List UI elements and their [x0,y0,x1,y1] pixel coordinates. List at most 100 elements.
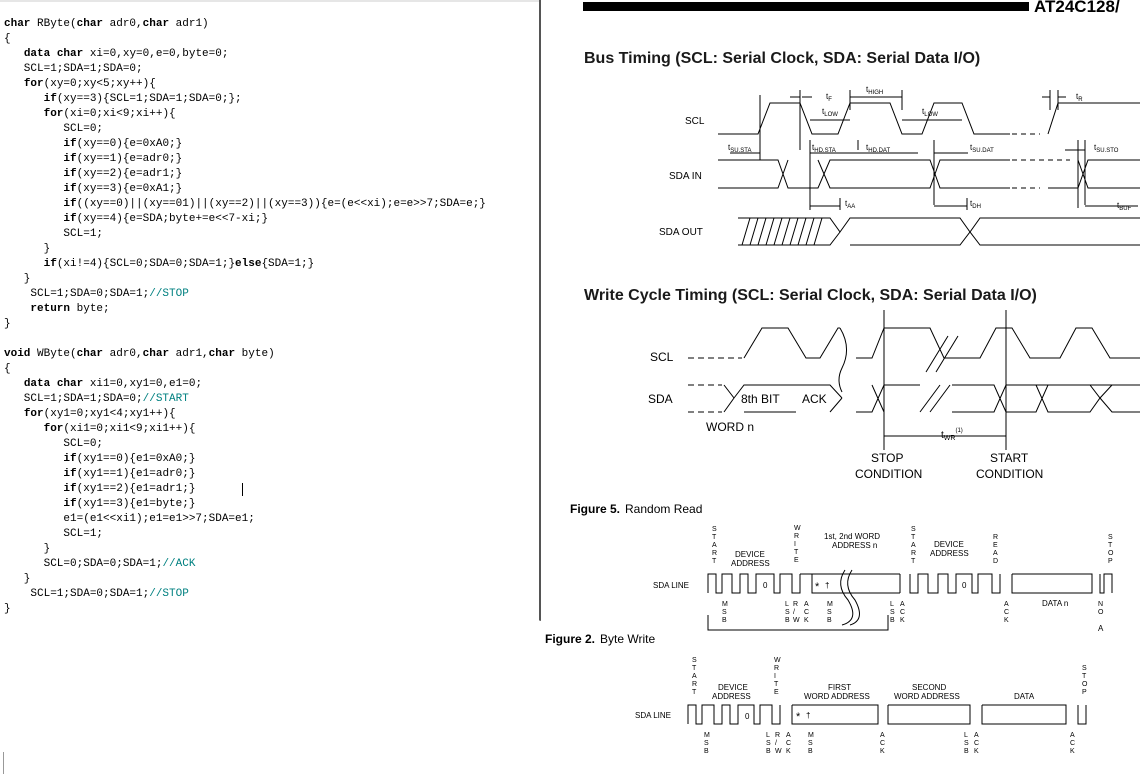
code-line[interactable]: { [4,32,486,47]
code-keyword: char [76,348,104,360]
code-keyword: if [63,138,77,150]
tdh-label: tDH [970,199,981,210]
code-line[interactable]: if(xy==3){SCL=1;SDA=1;SDA=0;}; [4,92,486,107]
code-line[interactable]: void WByte(char adr0,char adr1,char byte… [4,347,486,362]
code-line[interactable]: if(xi!=4){SCL=0;SDA=0;SDA=1;}else{SDA=1;… [4,257,486,272]
code-keyword: if [63,153,77,165]
code-token: } [4,603,11,615]
code-token: { [4,33,11,45]
code-line[interactable]: for(xy=0;xy<5;xy++){ [4,77,486,92]
rr-device-address-2: ADDRESS [731,559,770,568]
code-token: (xy==2){e=adr1;} [76,168,183,180]
code-keyword: if [63,198,77,210]
code-line[interactable]: if(xy==1){e=adr0;} [4,152,486,167]
code-token [4,138,63,150]
code-line[interactable] [4,332,486,347]
code-line[interactable]: if(xy1==0){e1=0xA0;} [4,452,486,467]
part-number: AT24C128/ [1034,0,1120,16]
code-line[interactable]: e1=(e1<<xi1);e1=e1>>7;SDA=e1; [4,512,486,527]
bus-sda-in-label: SDA IN [669,171,702,182]
code-token: SCL=1;SDA=0;SDA=1; [4,588,150,600]
code-line[interactable]: SCL=1;SDA=0;SDA=1;//STOP [4,287,486,302]
code-token: e1=(e1<<xi1);e1=e1>>7;SDA=e1; [4,513,255,525]
code-line[interactable]: } [4,572,486,587]
code-token [4,408,24,420]
code-keyword: for [43,108,64,120]
code-line[interactable]: SCL=1; [4,527,486,542]
code-line[interactable]: if(xy1==2){e1=adr1;} [4,482,486,497]
tf-label: tF [826,92,832,103]
code-token [4,78,24,90]
code-editor[interactable]: char RByte(char adr0,char adr1){ data ch… [0,0,541,621]
code-line[interactable]: char RByte(char adr0,char adr1) [4,17,486,32]
tbuf-label: tBUF [1117,201,1132,212]
rr-zero-2: 0 [962,581,967,590]
thddat-label: tHD.DAT [866,143,890,154]
tr-label: tR [1076,92,1083,103]
scl-waveform-end [1047,102,1140,135]
code-line[interactable]: } [4,602,486,617]
code-token: (xy=0;xy<5;xy++){ [43,78,156,90]
code-keyword: char [208,348,236,360]
code-line[interactable]: data char xi=0,xy=0,e=0,byte=0; [4,47,486,62]
code-line[interactable]: if(xy==2){e=adr1;} [4,167,486,182]
code-token [4,378,24,390]
code-line[interactable]: SCL=1;SDA=1;SDA=0; [4,62,486,77]
code-line[interactable]: SCL=0; [4,437,486,452]
code-line[interactable]: return byte; [4,302,486,317]
code-line[interactable]: for(xi1=0;xi1<9;xi1++){ [4,422,486,437]
code-line[interactable]: if(xy==0){e=0xA0;} [4,137,486,152]
vertical-label: R/W [793,601,800,624]
code-token: (xy1==0){e1=0xA0;} [76,453,196,465]
code-token: } [4,273,31,285]
code-token: (xy1=0;xy1<4;xy1++){ [43,408,176,420]
code-line[interactable]: } [4,317,486,332]
code-line[interactable]: if((xy==0)||(xy==01)||(xy==2)||(xy==3)){… [4,197,485,212]
bus-timing-labels: tF tHIGH tR tLOW tLOW tSU.STA tHD.STA tH… [728,85,1132,212]
wc-word-n-label: WORD n [706,420,754,434]
code-token: SCL=1;SDA=1;SDA=0; [4,63,143,75]
scl-waveform [718,102,1010,135]
code-token: SCL=0; [4,123,104,135]
wc-scl-label: SCL [650,350,674,364]
code-token [4,153,63,165]
bw-first-word-1: FIRST [828,683,851,692]
code-line[interactable]: data char xi1=0,xy1=0,e1=0; [4,377,486,392]
code-line[interactable]: SCL=0;SDA=0;SDA=1;//ACK [4,557,486,572]
code-line[interactable]: SCL=1;SDA=1;SDA=0;//START [4,392,486,407]
code-line[interactable]: SCL=0; [4,122,486,137]
code-line[interactable]: { [4,362,486,377]
code-line[interactable]: } [4,542,486,557]
code-line[interactable]: if(xy1==3){e1=byte;} [4,497,486,512]
code-token [4,198,63,210]
code-token: (xy==3){e=0xA1;} [76,183,183,195]
wc-twr-label: tWR(1) [941,428,963,442]
code-line[interactable]: SCL=1;SDA=0;SDA=1;//STOP [4,587,486,602]
rr-star: * [815,581,820,593]
code-line[interactable]: } [4,272,486,287]
figure2-title: Byte Write [600,632,655,646]
code-token: (xy==0){e=0xA0;} [76,138,183,150]
code-text-area[interactable]: char RByte(char adr0,char adr1){ data ch… [4,17,486,617]
write-cycle-title: Write Cycle Timing (SCL: Serial Clock, S… [584,287,1037,304]
code-token: SCL=1; [4,228,104,240]
code-line[interactable]: SCL=1; [4,227,486,242]
datasheet-diagram: AT24C128/ Bus Timing (SCL: Serial Clock,… [545,0,1140,755]
code-line[interactable]: for(xi=0;xi<9;xi++){ [4,107,486,122]
code-token [4,453,63,465]
code-keyword: if [63,498,77,510]
code-token [4,483,63,495]
code-line[interactable]: if(xy==3){e=0xA1;} [4,182,486,197]
code-line[interactable]: if(xy1==1){e1=adr0;} [4,467,486,482]
code-line[interactable]: } [4,242,486,257]
code-line[interactable]: for(xy1=0;xy1<4;xy1++){ [4,407,486,422]
bw-sda-line: SDA LINE [635,711,671,720]
start-condition-line1: START [990,451,1029,465]
rr-zero-1: 0 [763,581,768,590]
code-line[interactable]: if(xy==4){e=SDA;byte+=e<<7-xi;} [4,212,486,227]
